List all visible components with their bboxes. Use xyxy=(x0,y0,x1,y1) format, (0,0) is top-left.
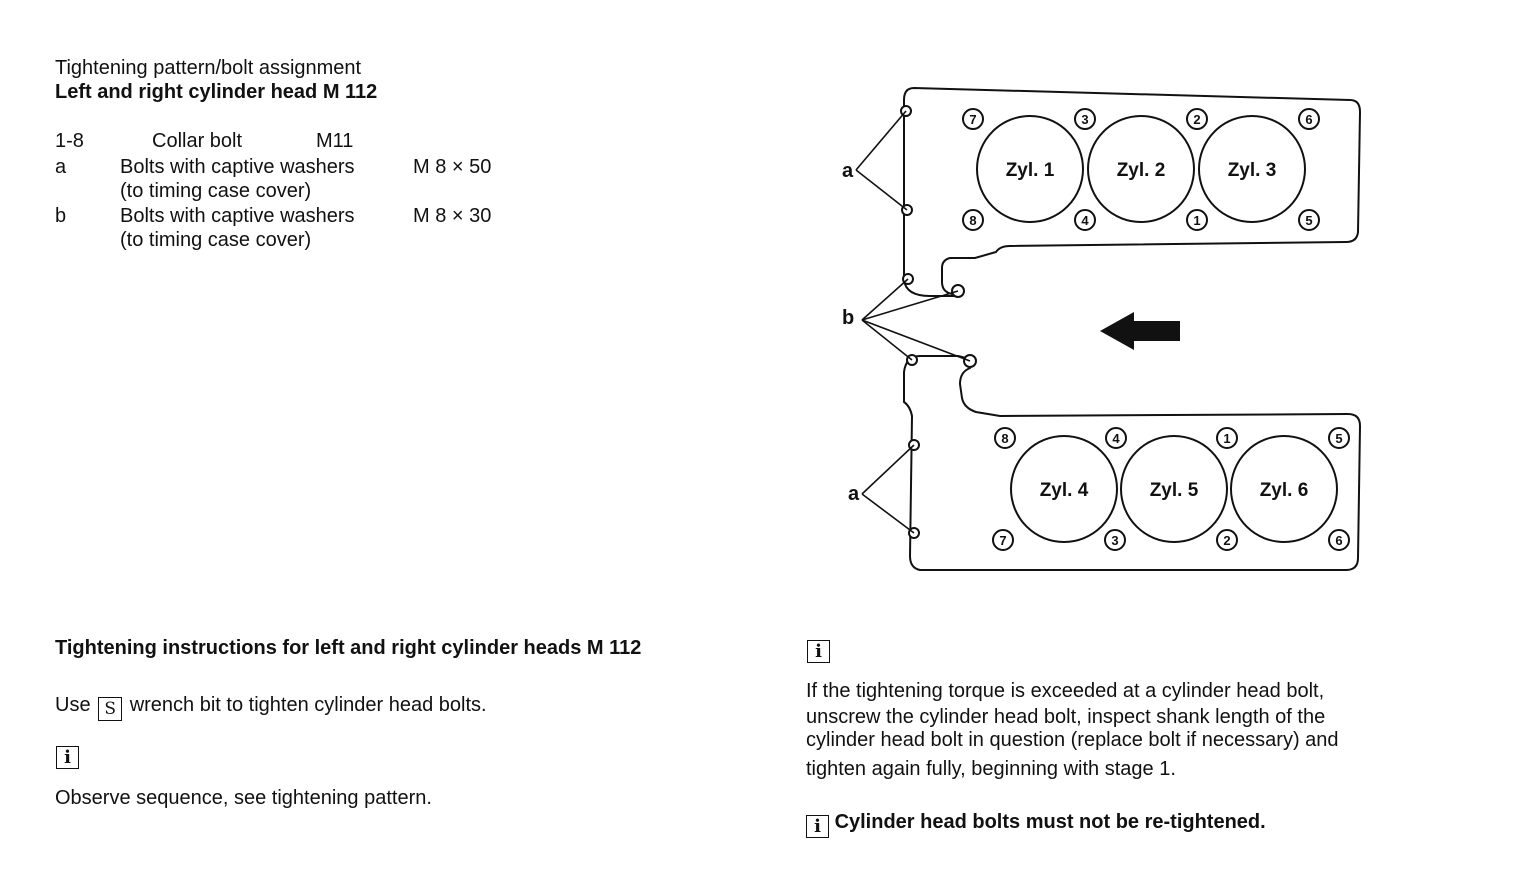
bolt-circle xyxy=(1298,108,1320,130)
info-icon: i xyxy=(806,815,829,838)
cylinder-6-label: Zyl. 6 xyxy=(1260,480,1309,501)
cylinder-1-label: Zyl. 1 xyxy=(1006,160,1055,181)
instructions-heading: Tightening instructions for left and rig… xyxy=(55,637,642,659)
torque-note-line-1: If the tightening torque is exceeded at … xyxy=(806,680,1325,702)
observe-text: Observe sequence, see tightening pattern… xyxy=(55,787,432,809)
cylinder-1 xyxy=(976,115,1084,223)
page-subtitle: Left and right cylinder head M 112 xyxy=(55,81,378,103)
bolt-number: 1 xyxy=(1193,213,1200,228)
bolt-number: 6 xyxy=(1305,112,1312,127)
leader-lines xyxy=(855,110,971,534)
cylinder-2 xyxy=(1087,115,1195,223)
torque-note-line-3: cylinder head bolt in question (replace … xyxy=(806,729,1339,751)
bolt-circle xyxy=(1105,427,1127,449)
bolt-number: 4 xyxy=(1112,431,1120,446)
bolt-number: 6 xyxy=(1335,533,1342,548)
bolt-id-b: b xyxy=(55,205,67,227)
cylinder-5-label: Zyl. 5 xyxy=(1150,480,1199,501)
cylinder-head-diagram: Zyl. 1 Zyl. 2 Zyl. 3 Zyl. 4 Zyl. 5 Zyl. … xyxy=(842,86,1362,571)
tool-prefix: Use xyxy=(55,694,91,716)
bolt-circle xyxy=(962,108,984,130)
bolt-circle xyxy=(1216,529,1238,551)
cylinder-3-label: Zyl. 3 xyxy=(1228,160,1277,181)
bolt-number: 5 xyxy=(1335,431,1342,446)
cylinder-4-label: Zyl. 4 xyxy=(1040,480,1089,501)
bolt-circle xyxy=(1074,108,1096,130)
bolt-id-1-8: 1-8 xyxy=(55,130,84,152)
bolt-size-a: M 8 × 50 xyxy=(413,156,492,178)
bolt-circle xyxy=(1186,209,1208,231)
warning-note: i Cylinder head bolts must not be re-tig… xyxy=(806,810,1266,838)
bolt-number: 8 xyxy=(969,213,976,228)
label-a-lower: a xyxy=(848,483,860,505)
bolt-circle xyxy=(1298,209,1320,231)
bolt-desc-a: Bolts with captive washers xyxy=(120,156,355,178)
page-title: Tightening pattern/bolt assignment xyxy=(55,57,362,79)
bolt-circle xyxy=(1328,427,1350,449)
bolt-size-b: M 8 × 30 xyxy=(413,205,492,227)
tool-instruction: Use S wrench bit to tighten cylinder hea… xyxy=(55,693,487,721)
cylinder-6 xyxy=(1230,435,1338,543)
bolt-number: 3 xyxy=(1081,112,1088,127)
torque-note-line-4: tighten again fully, beginning with stag… xyxy=(806,758,1176,780)
info-icon: i xyxy=(807,640,830,663)
label-b: b xyxy=(842,307,854,329)
bolt-note-b: (to timing case cover) xyxy=(120,229,312,251)
bolt-number: 5 xyxy=(1305,213,1312,228)
bolt-circle xyxy=(962,209,984,231)
bolt-circle xyxy=(1328,529,1350,551)
cylinder-4 xyxy=(1010,435,1118,543)
info-icon: i xyxy=(56,746,79,769)
bolt-number: 1 xyxy=(1223,431,1230,446)
bolt-size-collar: M11 xyxy=(316,130,354,152)
bolt-circle xyxy=(992,529,1014,551)
bolt-number: 4 xyxy=(1081,213,1089,228)
bolt-circle xyxy=(1074,209,1096,231)
lower-head-outline xyxy=(903,355,1362,571)
cylinder-5 xyxy=(1120,435,1228,543)
tool-suffix: wrench bit to tighten cylinder head bolt… xyxy=(129,694,487,716)
bolt-number: 3 xyxy=(1111,533,1118,548)
torque-note-line-2: unscrew the cylinder head bolt, inspect … xyxy=(806,706,1326,728)
label-a-upper: a xyxy=(842,160,854,182)
bolt-id-a: a xyxy=(55,156,67,178)
bolt-number: 2 xyxy=(1193,112,1200,127)
wrench-bit-icon: S xyxy=(98,697,123,721)
bolt-number: 2 xyxy=(1223,533,1230,548)
bolt-note-a: (to timing case cover) xyxy=(120,180,312,202)
direction-arrow-icon xyxy=(1100,312,1180,350)
cylinder-3 xyxy=(1198,115,1306,223)
bolt-circle xyxy=(1216,427,1238,449)
upper-head-outline xyxy=(903,86,1362,297)
bolt-circle xyxy=(1186,108,1208,130)
bolt-desc-b: Bolts with captive washers xyxy=(120,205,355,227)
bolt-desc-collar: Collar bolt xyxy=(152,130,243,152)
bolt-circle xyxy=(1104,529,1126,551)
cylinder-2-label: Zyl. 2 xyxy=(1117,160,1166,181)
bolt-number: 8 xyxy=(1001,431,1008,446)
bolt-number: 7 xyxy=(969,112,976,127)
bolt-number: 7 xyxy=(999,533,1006,548)
bolt-circle xyxy=(994,427,1016,449)
warning-text: Cylinder head bolts must not be re-tight… xyxy=(834,811,1266,833)
